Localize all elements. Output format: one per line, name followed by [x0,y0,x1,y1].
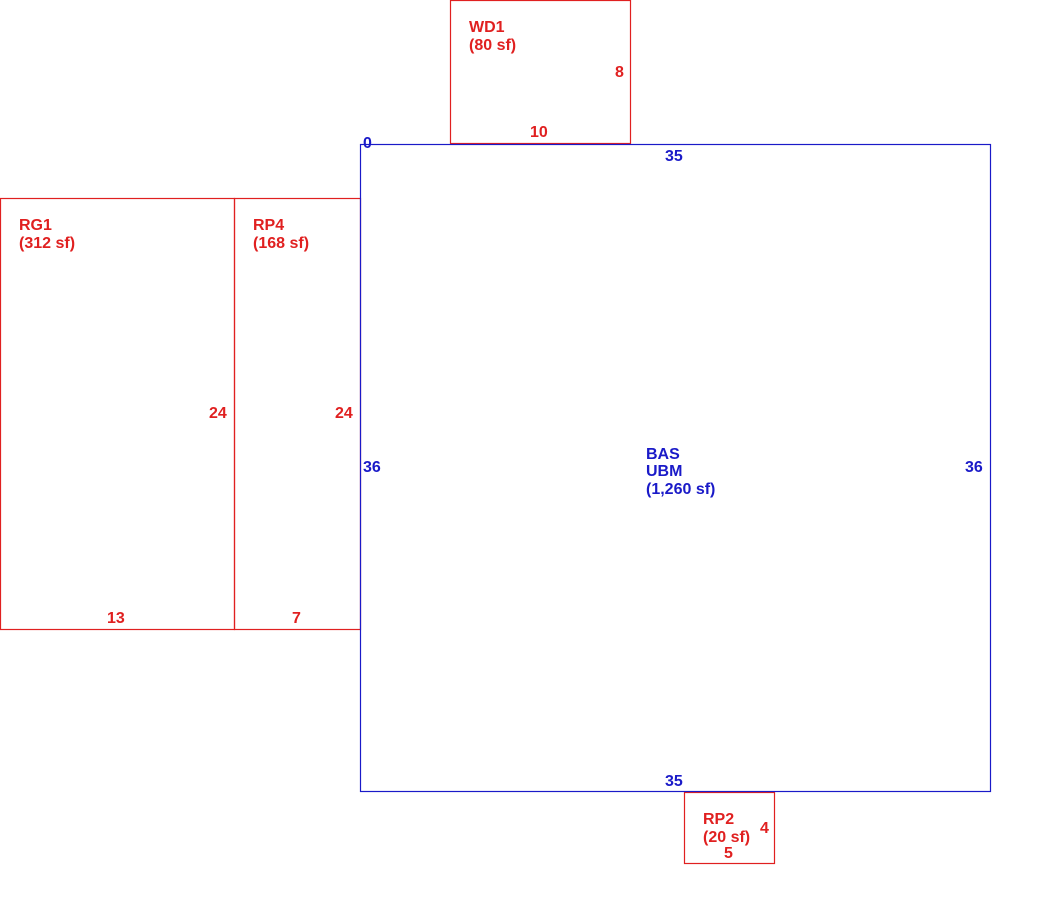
rg1-dim-right: 24 [209,405,227,422]
wd1-area: (80 sf) [469,37,517,54]
wd1-outline [449,0,632,145]
rp2-area: (20 sf) [703,829,751,846]
rp4-code: RP4 [253,217,285,234]
bas-sub-code: UBM [646,463,683,480]
bas-dim-top: 35 [665,148,683,165]
bas-area: (1,260 sf) [646,481,716,498]
rp4-dim-right: 24 [335,405,353,422]
rg1-area: (312 sf) [19,235,76,252]
rp4-area: (168 sf) [253,235,310,252]
rp2-code: RP2 [703,811,735,828]
bas-dim-left: 36 [363,459,381,476]
bas-code: BAS [646,446,680,463]
rp2-dim-right: 4 [760,820,769,837]
bas-origin-label: 0 [363,135,372,152]
rp2-dim-bottom: 5 [724,845,733,862]
bas-dim-bottom: 35 [665,773,683,790]
bas-outline [359,143,992,793]
wd1-dim-bottom: 10 [530,124,548,141]
wd1-code: WD1 [469,19,505,36]
bas-dim-right: 36 [965,459,983,476]
rp4-dim-bottom: 7 [292,610,301,627]
rp2-outline [683,791,776,865]
rg1-outline [0,197,236,631]
rg1-code: RG1 [19,217,52,234]
wd1-dim-right: 8 [615,64,624,81]
rg1-dim-bottom: 13 [107,610,125,627]
